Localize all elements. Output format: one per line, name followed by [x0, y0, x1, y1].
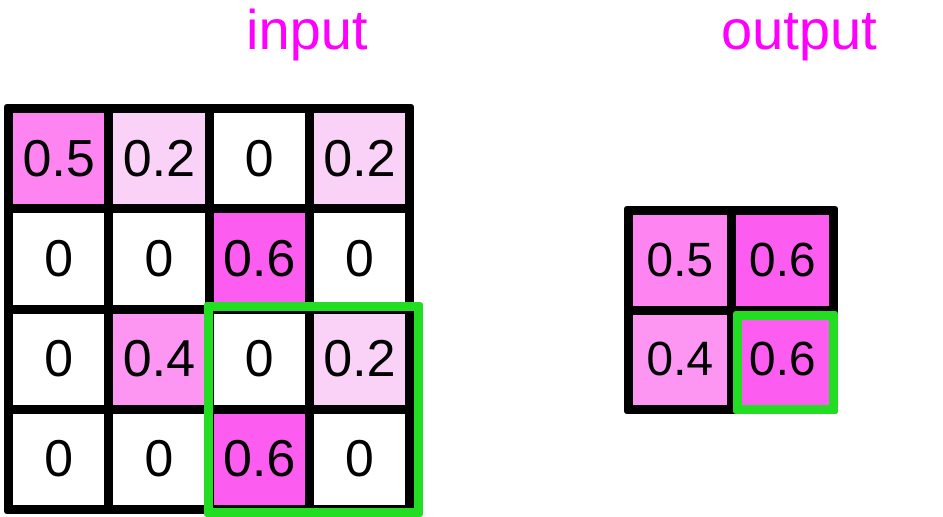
input-cell-r0c2: 0 [213, 113, 305, 205]
output-cell-r1c1: 0.6 [735, 314, 829, 405]
input-cell-r3c0: 0 [13, 413, 105, 505]
output-panel-label: output [721, 0, 877, 61]
output-matrix-grid: 0.5 0.6 0.4 0.6 [624, 206, 838, 414]
output-cell-r0c1: 0.6 [735, 215, 829, 306]
input-cell-r1c0: 0 [13, 213, 105, 305]
input-cell-r3c1: 0 [113, 413, 205, 505]
input-cell-r1c2: 0.6 [213, 213, 305, 305]
input-cell-r2c1: 0.4 [113, 313, 205, 405]
output-cell-r1c0: 0.4 [633, 314, 727, 405]
input-cell-r0c3: 0.2 [313, 113, 405, 205]
output-cell-r0c0: 0.5 [633, 215, 727, 306]
input-cell-r3c3: 0 [313, 413, 405, 505]
input-cell-r2c2: 0 [213, 313, 305, 405]
input-panel-label: input [246, 0, 368, 61]
input-cell-r1c3: 0 [313, 213, 405, 305]
input-matrix-grid: 0.5 0.2 0 0.2 0 0 0.6 0 0 0.4 0 0.2 0 0 … [4, 104, 414, 514]
input-cell-r3c2: 0.6 [213, 413, 305, 505]
input-cell-r0c0: 0.5 [13, 113, 105, 205]
input-cell-r0c1: 0.2 [113, 113, 205, 205]
input-cell-r2c3: 0.2 [313, 313, 405, 405]
input-cell-r2c0: 0 [13, 313, 105, 405]
input-cell-r1c1: 0 [113, 213, 205, 305]
